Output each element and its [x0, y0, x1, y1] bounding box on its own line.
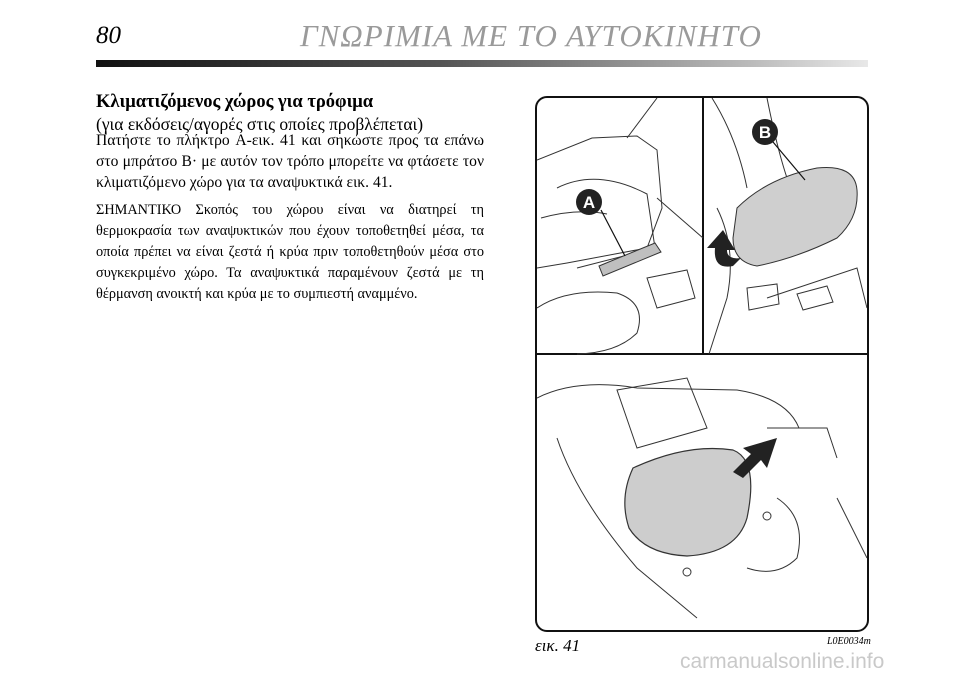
- armrest-open-illustration: [708, 98, 867, 355]
- page-number: 80: [96, 22, 121, 49]
- instruction-paragraph: Πατήστε το πλήκτρο A-εικ. 41 και σηκώστε…: [96, 132, 484, 191]
- figure-code: L0E0034m: [827, 636, 871, 647]
- callout-b-leader: [772, 141, 806, 181]
- armrest-closed-illustration: [537, 98, 704, 355]
- chapter-title: ΓΝΩΡΙΜΙΑ ΜΕ ΤΟ ΑΥΤΟΚΙΝΗΤΟ: [300, 18, 762, 53]
- important-note: ΣΗΜΑΝΤΙΚΟ Σκοπός του χώρου είναι να διατ…: [96, 200, 484, 305]
- figure-caption: εικ. 41: [535, 636, 581, 655]
- button-a-illustration: [598, 242, 662, 277]
- indicator-arrow-icon: [733, 438, 777, 478]
- watermark: carmanualsonline.info: [680, 650, 885, 673]
- section-subtitle: (για εκδόσεις/αγορές στις οποίες προβλέπ…: [96, 114, 424, 134]
- callout-a-badge: [576, 189, 602, 215]
- note-text: Σκοπός του χώρου είναι να διατηρεί τη θε…: [96, 202, 485, 302]
- callout-a-letter: A: [583, 193, 595, 212]
- callout-b-letter: B: [759, 123, 771, 142]
- section-title: Κλιματιζόμενος χώρος για τρόφιμα: [96, 92, 374, 112]
- cooling-compartment-illustration: [624, 447, 752, 557]
- armrest-b-illustration: [732, 166, 858, 267]
- header-rule: [96, 60, 868, 67]
- figure-41: A B: [535, 96, 869, 632]
- compartment-surround-illustration: [537, 377, 867, 619]
- callout-b-badge: [752, 119, 778, 145]
- note-label: ΣΗΜΑΝΤΙΚΟ: [96, 202, 182, 218]
- callout-a-leader: [600, 209, 626, 257]
- lift-arrow-icon: [707, 230, 741, 267]
